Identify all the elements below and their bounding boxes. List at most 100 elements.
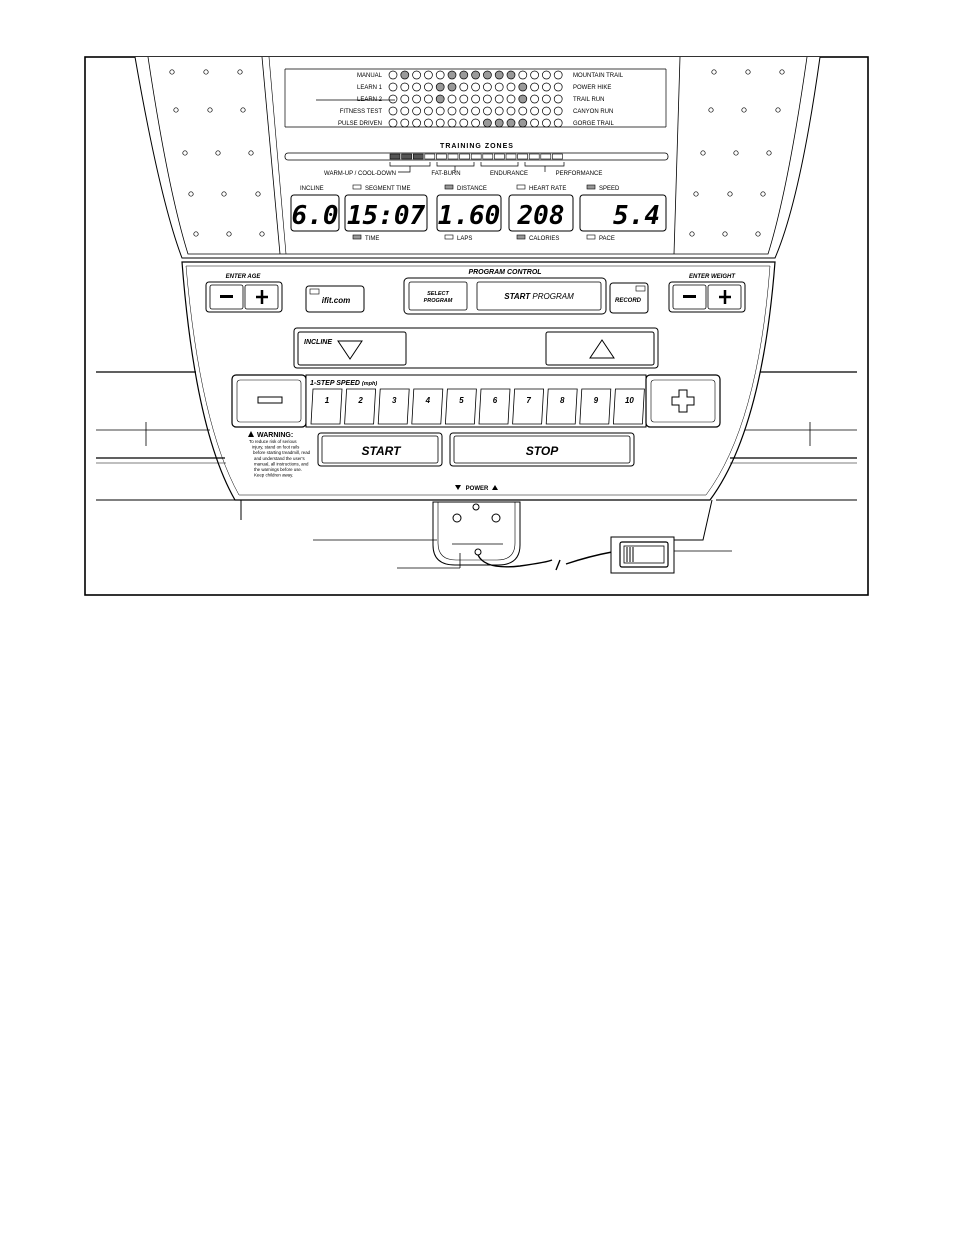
speed-key-1[interactable] xyxy=(310,388,343,425)
warning-line: and understand the user's xyxy=(254,456,305,461)
speaker-hole xyxy=(226,231,232,237)
start-button[interactable] xyxy=(321,435,439,464)
matrix-led xyxy=(471,118,480,128)
speaker-hole xyxy=(711,69,717,75)
matrix-led xyxy=(447,70,457,80)
label-segment-time: SEGMENT TIME xyxy=(365,186,410,192)
matrix-led xyxy=(494,82,504,92)
speaker-hole xyxy=(775,107,781,113)
warning-line: before starting treadmill, read xyxy=(253,450,311,455)
speed-key-6[interactable] xyxy=(478,388,511,425)
indicator-time xyxy=(352,234,362,240)
matrix-led xyxy=(506,106,516,116)
speed-key-8[interactable] xyxy=(545,388,578,425)
speaker-hole xyxy=(182,150,188,156)
stop-button[interactable] xyxy=(453,435,631,464)
matrix-led xyxy=(412,106,421,116)
triangle-up-icon xyxy=(589,339,615,359)
zone-segment xyxy=(447,153,459,160)
program-label-left: MANUAL xyxy=(357,73,383,79)
led-matrix xyxy=(388,70,563,128)
power-down-arrow-icon xyxy=(455,485,461,490)
power-up-arrow-icon xyxy=(492,485,498,490)
program-label-right: MOUNTAIN TRAIL xyxy=(573,73,624,79)
record-indicator-light xyxy=(635,285,646,292)
speed-key-7[interactable] xyxy=(512,388,545,425)
select-program-button[interactable] xyxy=(408,281,468,311)
speed-key-2[interactable] xyxy=(344,388,377,425)
speaker-hole xyxy=(215,150,221,156)
matrix-led xyxy=(553,70,563,80)
zone-label-performance: PERFORMANCE xyxy=(556,171,603,177)
training-zones-title: TRAINING ZONES xyxy=(440,143,514,150)
speed-key-4[interactable] xyxy=(411,388,444,425)
matrix-led xyxy=(542,70,551,80)
matrix-led xyxy=(506,82,516,92)
record-label: RECORD xyxy=(615,298,642,304)
speaker-hole xyxy=(779,69,785,75)
matrix-led xyxy=(400,70,410,80)
speed-key-label: 5 xyxy=(459,396,464,405)
matrix-led xyxy=(471,82,480,92)
speaker-hole xyxy=(700,150,706,156)
power-switch-rocker xyxy=(623,545,665,564)
warning-line: injury, stand on foot rails xyxy=(252,445,300,450)
handrails xyxy=(96,371,857,541)
matrix-led xyxy=(435,82,445,92)
matrix-led xyxy=(424,106,433,116)
matrix-led xyxy=(424,70,433,80)
speed-key-label: 3 xyxy=(392,396,397,405)
speed-key-label: 1 xyxy=(325,396,330,405)
key-holder xyxy=(432,501,521,566)
matrix-led xyxy=(483,82,492,92)
matrix-led xyxy=(412,94,421,104)
speaker-hole xyxy=(237,69,243,75)
matrix-led xyxy=(424,82,433,92)
matrix-led xyxy=(530,118,539,128)
display-incline-value: 6.0 xyxy=(292,201,339,231)
speaker-hole xyxy=(722,231,728,237)
display-window-left-edge2 xyxy=(268,56,287,255)
matrix-led xyxy=(553,94,563,104)
program-label-right: GORGE TRAIL xyxy=(573,121,615,127)
speaker-hole xyxy=(173,107,179,113)
speed-key-9[interactable] xyxy=(579,388,612,425)
key-holder-inner xyxy=(437,502,516,561)
speaker-hole xyxy=(755,231,761,237)
label-enter-age: ENTER AGE xyxy=(226,274,262,280)
warning-title: WARNING: xyxy=(257,432,293,439)
speed-key-3[interactable] xyxy=(377,388,410,425)
matrix-led xyxy=(494,106,504,116)
matrix-led xyxy=(518,82,528,92)
speed-key-label: 2 xyxy=(357,396,363,405)
matrix-led xyxy=(388,70,398,80)
speaker-hole xyxy=(760,191,766,197)
matrix-led xyxy=(424,94,433,104)
display-heart-rate-window xyxy=(508,194,574,232)
display-incline-window xyxy=(290,194,340,232)
key-holder-screw-top xyxy=(472,503,480,511)
start-label: START xyxy=(362,444,403,458)
matrix-led xyxy=(447,82,457,92)
stop-label: STOP xyxy=(526,444,559,458)
speed-key-label: 4 xyxy=(425,396,431,405)
zone-label-endurance: ENDURANCE xyxy=(490,171,528,177)
program-label-left: PULSE DRIVEN xyxy=(338,121,382,127)
matrix-led xyxy=(388,106,398,116)
indicator-calories xyxy=(516,234,526,240)
speaker-dots xyxy=(169,69,785,237)
matrix-led xyxy=(530,106,539,116)
matrix-bracket xyxy=(284,68,667,128)
speed-key-5[interactable] xyxy=(444,388,477,425)
speaker-hole xyxy=(708,107,714,113)
zone-segment xyxy=(482,153,494,160)
speed-key-label: 9 xyxy=(594,396,599,405)
speed-key-10[interactable] xyxy=(612,388,645,425)
program-label-right: CANYON RUN xyxy=(573,109,613,115)
start-program-button[interactable] xyxy=(476,281,602,311)
warning-icon xyxy=(248,431,254,437)
matrix-led xyxy=(553,106,563,116)
key-holder-screw-right xyxy=(491,513,501,523)
power-switch-ridges xyxy=(626,547,634,562)
